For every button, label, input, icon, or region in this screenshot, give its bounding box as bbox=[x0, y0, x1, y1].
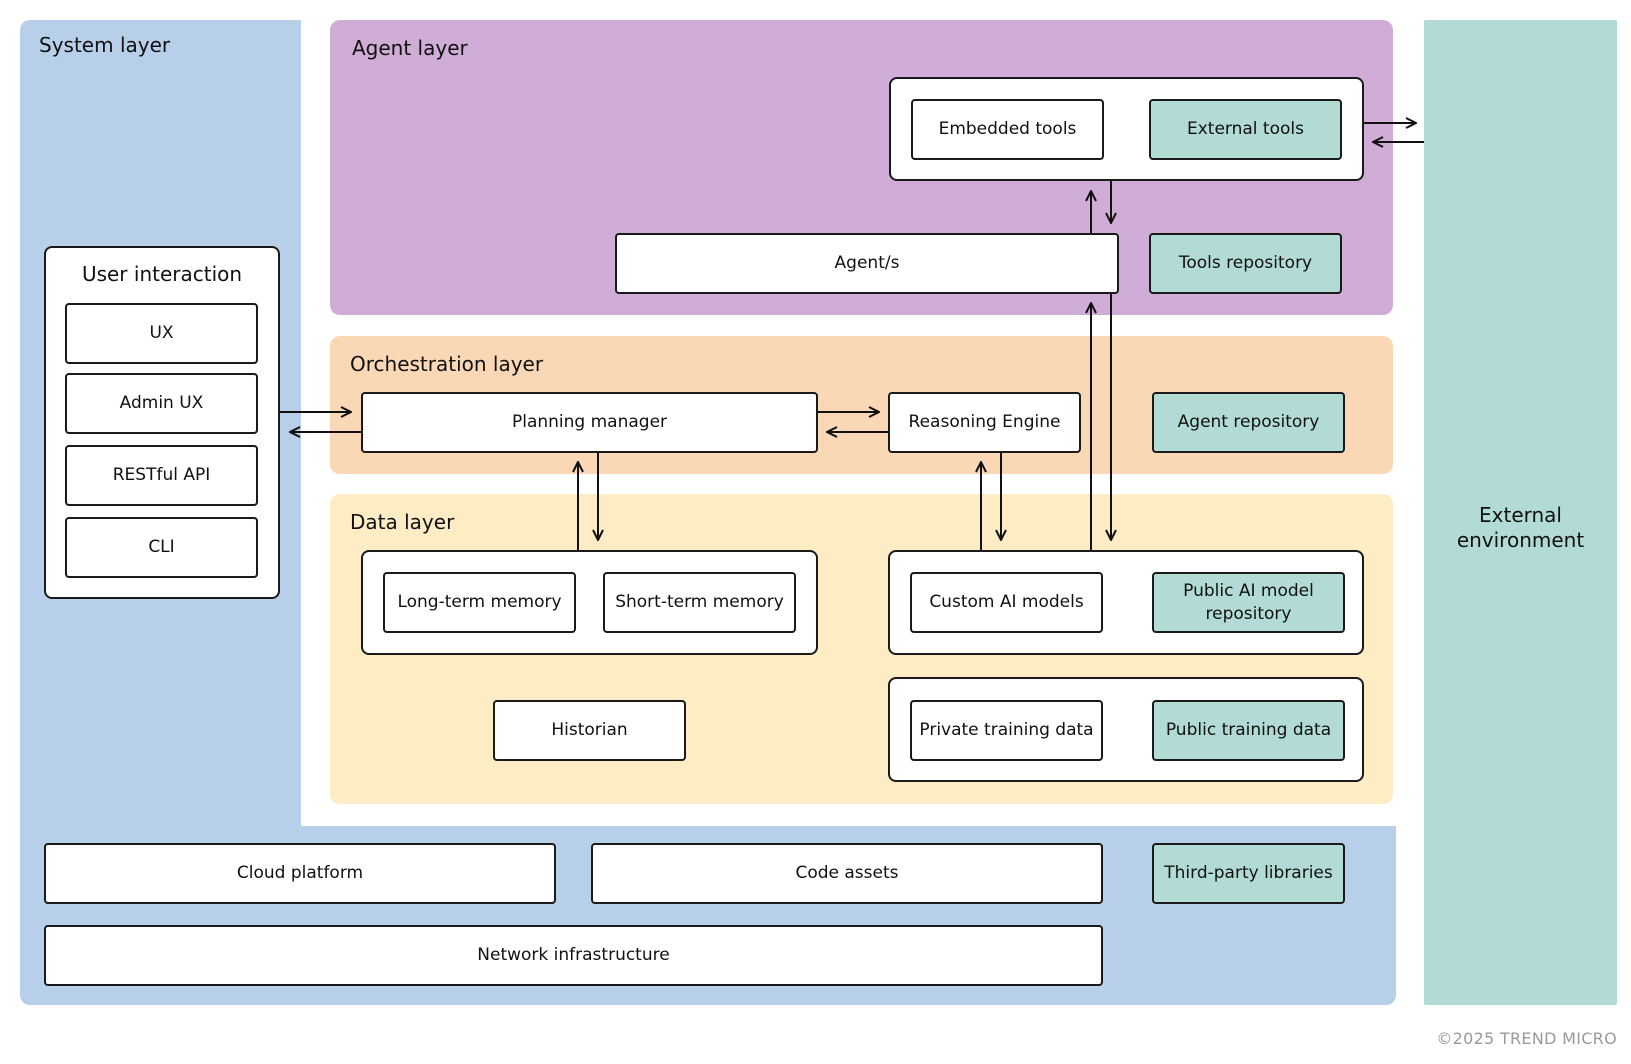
private-training-data-box: Private training data bbox=[910, 700, 1103, 761]
cloud-platform-box: Cloud platform bbox=[44, 843, 556, 904]
ux-box: UX bbox=[65, 303, 258, 364]
copyright-notice: ©2025 TREND MICRO bbox=[1436, 1029, 1617, 1048]
third-party-libraries-box: Third-party libraries bbox=[1152, 843, 1345, 904]
short-term-memory-box: Short-term memory bbox=[603, 572, 796, 633]
embedded-tools-box: Embedded tools bbox=[911, 99, 1104, 160]
restful-api-box: RESTful API bbox=[65, 445, 258, 506]
tools-repository-box: Tools repository bbox=[1149, 233, 1342, 294]
long-term-memory-box: Long-term memory bbox=[383, 572, 576, 633]
custom-ai-models-box: Custom AI models bbox=[910, 572, 1103, 633]
reasoning-engine-box: Reasoning Engine bbox=[888, 392, 1081, 453]
admin-ux-box: Admin UX bbox=[65, 373, 258, 434]
public-training-data-box: Public training data bbox=[1152, 700, 1345, 761]
code-assets-box: Code assets bbox=[591, 843, 1103, 904]
cli-box: CLI bbox=[65, 517, 258, 578]
data-layer-title: Data layer bbox=[350, 510, 455, 534]
external-tools-box: External tools bbox=[1149, 99, 1342, 160]
external-environment-region bbox=[1424, 20, 1617, 1005]
agent-repository-box: Agent repository bbox=[1152, 392, 1345, 453]
system-layer-title: System layer bbox=[39, 33, 171, 57]
historian-box: Historian bbox=[493, 700, 686, 761]
external-environment-title: External environment bbox=[1456, 503, 1585, 552]
agent-layer-title: Agent layer bbox=[352, 36, 468, 60]
agents-box: Agent/s bbox=[615, 233, 1119, 294]
public-ai-model-repository-box: Public AI model repository bbox=[1152, 572, 1345, 633]
planning-manager-box: Planning manager bbox=[361, 392, 818, 453]
network-infrastructure-box: Network infrastructure bbox=[44, 925, 1103, 986]
orchestration-layer-title: Orchestration layer bbox=[350, 352, 544, 376]
user-interaction-title: User interaction bbox=[81, 262, 243, 286]
